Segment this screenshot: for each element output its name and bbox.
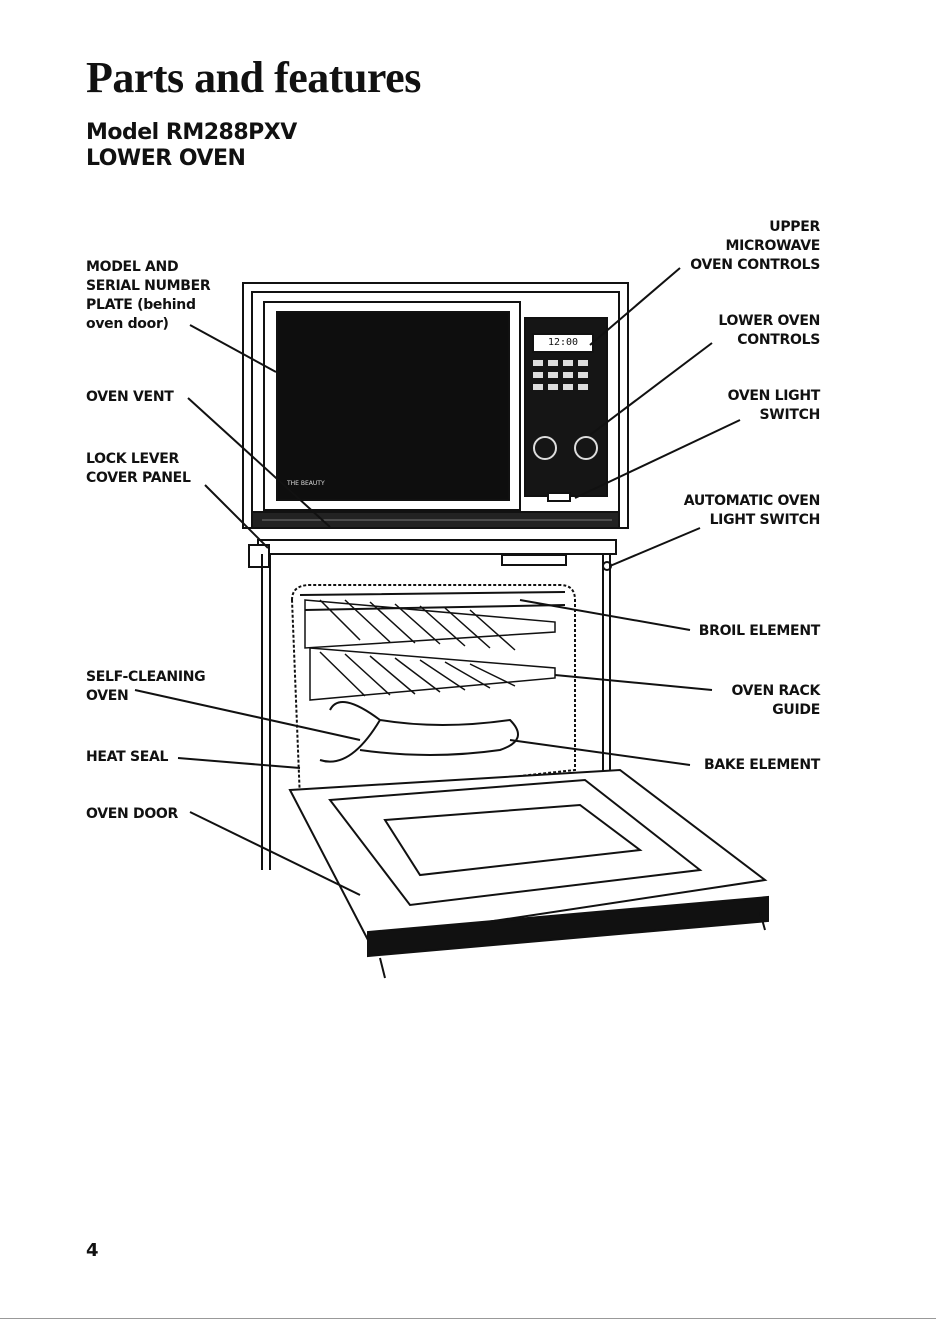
label-line: MICROWAVE xyxy=(725,238,821,254)
leader-bake xyxy=(509,739,691,766)
label-line: BROIL ELEMENT xyxy=(698,623,821,639)
label-line: LOWER OVEN xyxy=(718,313,820,329)
label-line: AUTOMATIC OVEN xyxy=(683,493,821,509)
label-bake-element: BAKE ELEMENT xyxy=(704,756,820,775)
bottom-rule xyxy=(0,1318,936,1319)
label-oven-vent: OVEN VENT xyxy=(86,388,174,407)
label-lower-oven-controls: LOWER OVEN CONTROLS xyxy=(718,312,820,350)
leader-heat-seal xyxy=(177,757,301,769)
page-title: Parts and features xyxy=(86,53,421,102)
label-line: UPPER xyxy=(769,219,820,235)
leader-rack-guide xyxy=(554,674,713,691)
leader-auto-light xyxy=(609,527,701,567)
oven-knob-right xyxy=(574,436,598,460)
label-line: HEAT SEAL xyxy=(86,749,169,765)
model-number: Model RM288PXV xyxy=(86,120,297,145)
label-upper-microwave-controls: UPPER MICROWAVE OVEN CONTROLS xyxy=(690,218,820,275)
label-line: CONTROLS xyxy=(737,332,820,348)
lower-oven-frame xyxy=(257,539,617,555)
oven-section: LOWER OVEN xyxy=(86,146,246,171)
label-oven-rack-guide: OVEN RACK GUIDE xyxy=(731,682,820,720)
label-line: OVEN CONTROLS xyxy=(690,257,820,273)
leader-model-plate xyxy=(189,324,277,373)
label-line: LOCK LEVER xyxy=(86,451,179,467)
leader-broil xyxy=(519,599,691,631)
label-line: oven door) xyxy=(86,316,169,332)
model-subtitle: Model RM288PXV LOWER OVEN xyxy=(86,120,297,172)
leader-oven-door xyxy=(189,811,361,896)
oven-door xyxy=(288,768,768,942)
label-line: BAKE ELEMENT xyxy=(703,757,820,773)
label-line: MODEL AND xyxy=(86,259,179,275)
label-line: OVEN DOOR xyxy=(86,806,179,822)
leader-self-cleaning xyxy=(134,689,361,741)
label-line: SWITCH xyxy=(759,407,821,423)
oven-knob-left xyxy=(533,436,557,460)
label-line: SELF-CLEANING xyxy=(86,669,206,685)
label-line: COVER PANEL xyxy=(86,470,191,486)
label-line: OVEN xyxy=(86,688,129,704)
heat-seal xyxy=(290,584,576,802)
label-broil-element: BROIL ELEMENT xyxy=(698,622,821,641)
page-number: 4 xyxy=(86,1240,99,1261)
microwave-window xyxy=(276,311,510,501)
label-self-cleaning-oven: SELF-CLEANING OVEN xyxy=(86,668,206,706)
leader-lower-controls xyxy=(589,342,713,436)
label-line: LIGHT SWITCH xyxy=(709,512,821,528)
label-heat-seal: HEAT SEAL xyxy=(86,748,168,767)
label-line: PLATE (behind xyxy=(86,297,196,313)
label-line: OVEN LIGHT xyxy=(727,388,821,404)
oven-racks xyxy=(304,599,556,701)
label-line: OVEN VENT xyxy=(86,389,174,405)
label-lock-lever-cover-panel: LOCK LEVER COVER PANEL xyxy=(86,450,191,488)
label-line: OVEN RACK xyxy=(731,683,820,699)
label-line: SERIAL NUMBER xyxy=(86,278,211,294)
leader-oven-vent xyxy=(187,397,331,528)
leader-lock-lever xyxy=(204,484,269,549)
leader-light-switch xyxy=(574,419,741,499)
bake-element xyxy=(319,701,519,763)
label-model-serial-plate: MODEL AND SERIAL NUMBER PLATE (behind ov… xyxy=(86,258,211,334)
label-automatic-oven-light-switch: AUTOMATIC OVEN LIGHT SWITCH xyxy=(683,492,821,530)
label-line: GUIDE xyxy=(772,702,820,718)
microwave-brand-text: THE BEAUTY xyxy=(287,480,325,487)
label-oven-light-switch: OVEN LIGHT SWITCH xyxy=(727,387,821,425)
microwave-display-text: 12:00 xyxy=(547,337,579,348)
label-oven-door: OVEN DOOR xyxy=(86,805,178,824)
leader-upper-controls xyxy=(589,267,681,346)
